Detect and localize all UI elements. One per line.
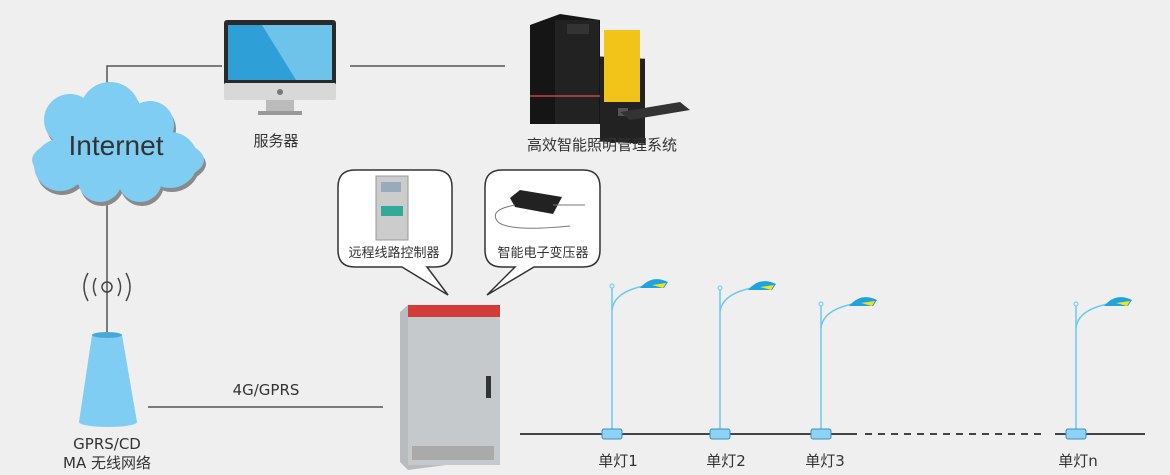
street-lamp-icon bbox=[601, 279, 668, 440]
transformer-bubble bbox=[484, 169, 601, 296]
transformer-label: 智能电子变压器 bbox=[497, 246, 589, 261]
transformer-device-icon bbox=[494, 190, 585, 229]
internet-label: Internet bbox=[68, 130, 164, 161]
server-monitor-icon bbox=[224, 20, 336, 115]
lamp-label: 单灯2 bbox=[706, 452, 746, 470]
controller-device-icon bbox=[375, 175, 409, 241]
management-system-label: 高效智能照明管理系统 bbox=[526, 136, 678, 154]
street-lamp-icon bbox=[709, 281, 776, 440]
controller-label: 远程线路控制器 bbox=[348, 246, 440, 261]
street-lamp-icon bbox=[810, 297, 877, 440]
wireless-signal-icon bbox=[83, 272, 131, 302]
base-station-label: GPRS/CD MA 无线网络 bbox=[63, 435, 151, 473]
base-station-label-line1: GPRS/CD bbox=[73, 435, 141, 453]
lamp-label: 单灯1 bbox=[598, 452, 638, 470]
server-label: 服务器 bbox=[253, 132, 299, 150]
lamp-label: 单灯3 bbox=[805, 452, 845, 470]
base-station-label-line2: MA 无线网络 bbox=[63, 454, 151, 472]
gprs-link-label: 4G/GPRS bbox=[232, 381, 300, 399]
internet-cloud-icon bbox=[32, 82, 206, 206]
street-lamp-icon bbox=[1065, 297, 1132, 440]
management-pc-icon bbox=[530, 14, 690, 144]
control-cabinet-icon bbox=[400, 305, 500, 470]
base-station-tower-icon bbox=[79, 332, 137, 427]
lamp-label: 单灯n bbox=[1058, 452, 1098, 470]
